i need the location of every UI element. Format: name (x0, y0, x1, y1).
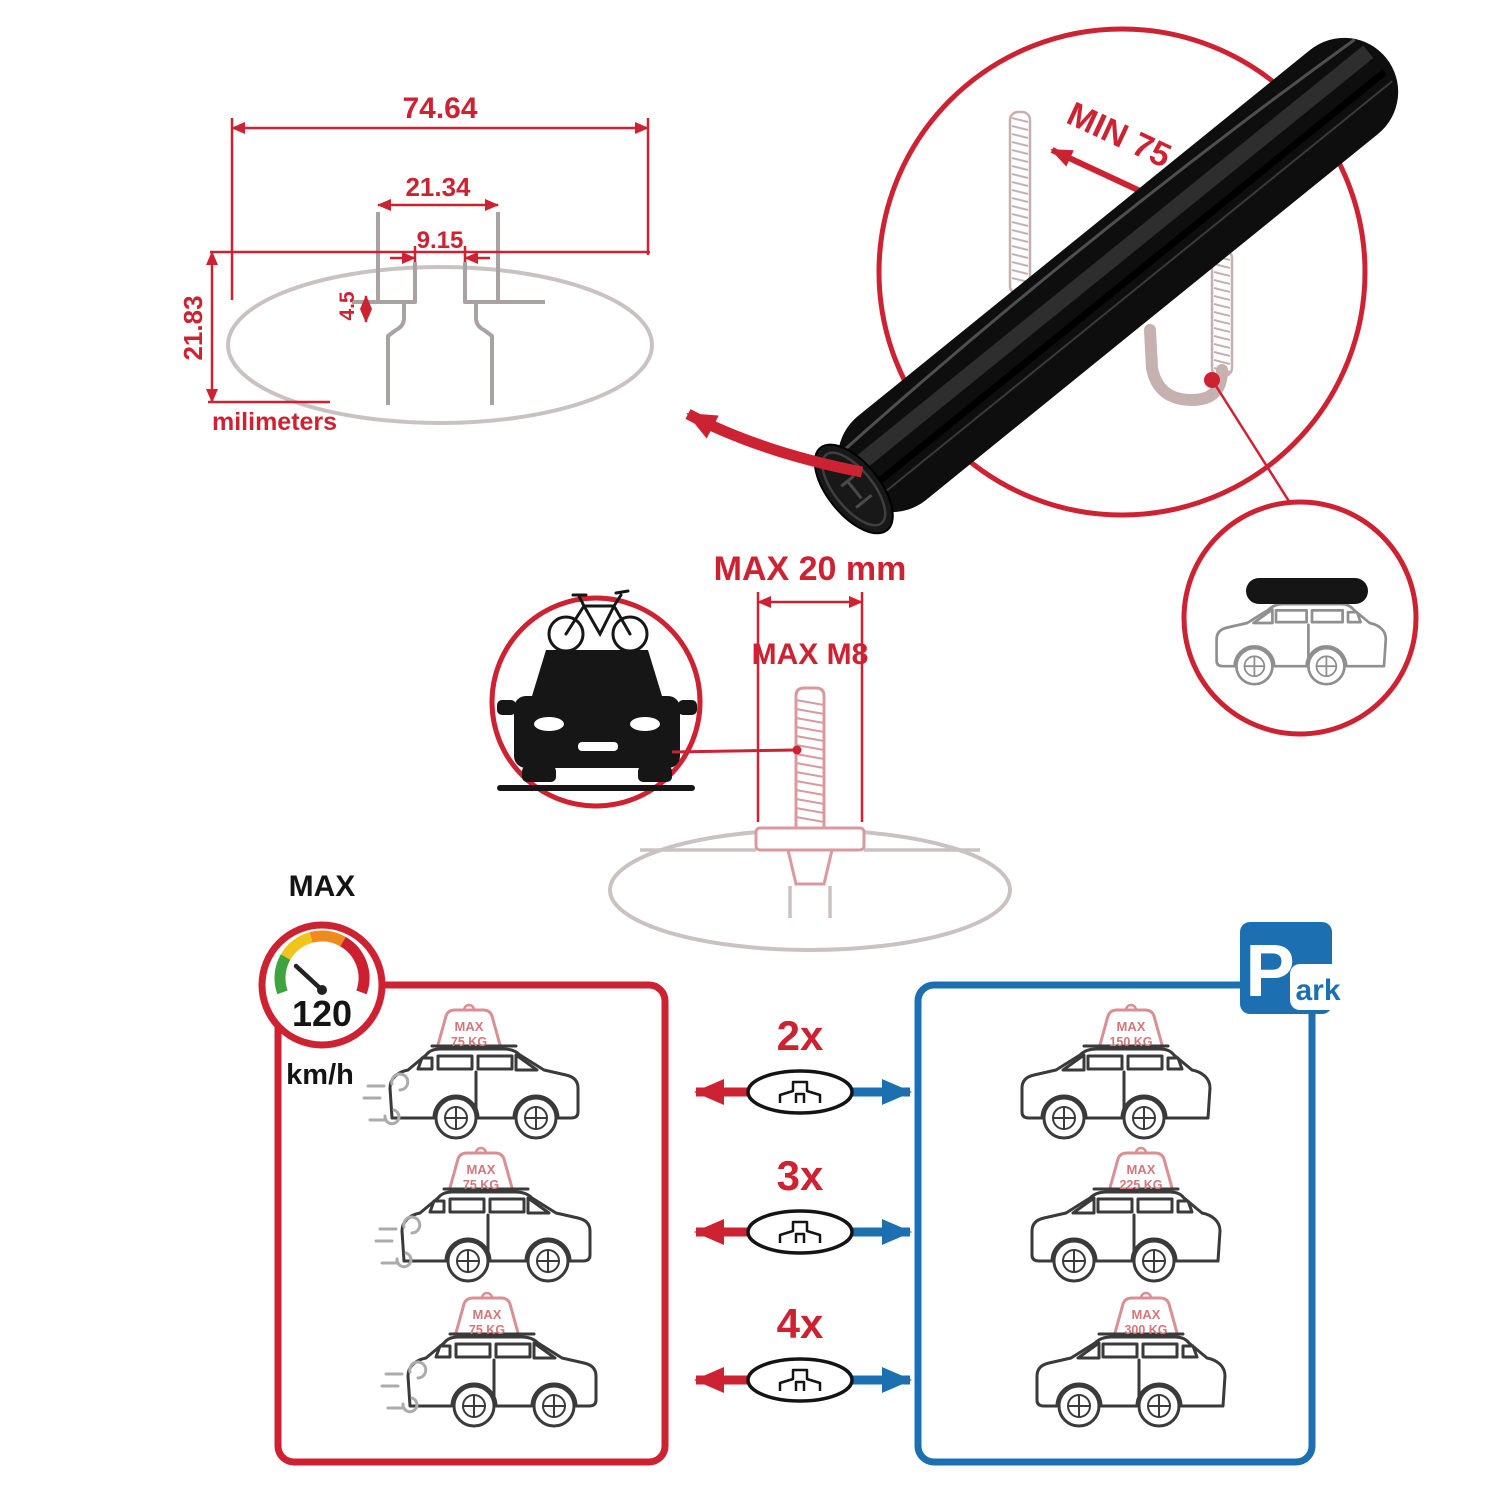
total-height-label: 21.83 (178, 295, 208, 360)
quantity-row-3: 4x (694, 1300, 912, 1403)
right-load-kg-2: 225 KG (1119, 1178, 1162, 1192)
quantity-label-1: 2x (777, 1012, 824, 1059)
left-load-max-3: MAX (473, 1307, 502, 1322)
bolt-callout-line (671, 748, 798, 754)
crossbar-profile-icon (746, 1069, 854, 1115)
callout-dot (1204, 372, 1220, 388)
quantity-row-2: 3x (694, 1152, 912, 1255)
quantity-label-2: 3x (777, 1152, 824, 1199)
speed-limit-gauge: MAX 120 km/h (258, 870, 386, 1091)
crossbar-profile-icon (746, 1209, 854, 1255)
dimension-diagram: 74.64 21.34 9.15 4.5 21.83 milimeters (178, 92, 654, 436)
slot-profile-ghost (640, 848, 980, 918)
left-load-kg-2: 75 KG (463, 1178, 499, 1192)
right-load-kg-3: 300 KG (1124, 1323, 1167, 1337)
driving-car-row-3: MAX 75 KG (380, 1291, 598, 1428)
car-front-icon (497, 650, 697, 791)
t-bolt-icon (754, 686, 866, 886)
gauge-needle-pivot (317, 985, 327, 995)
speed-title: MAX (289, 870, 356, 903)
speed-unit: km/h (286, 1059, 354, 1091)
gauge-needle (293, 963, 325, 993)
roof-box-icon (1246, 578, 1368, 604)
left-load-max-2: MAX (467, 1162, 496, 1177)
bolt-max-width-label: MAX 20 mm (714, 550, 907, 588)
left-load-max-1: MAX (455, 1019, 484, 1034)
crossbar-oval-outline (226, 265, 654, 425)
driving-car-row-1: MAX 75 KG (362, 1003, 580, 1140)
bolt-callout-dot (792, 745, 802, 755)
speed-value: 120 (292, 993, 352, 1034)
right-load-kg-1: 150 KG (1109, 1035, 1152, 1049)
left-load-kg-3: 75 KG (469, 1323, 505, 1337)
bolt-dimension-lines (756, 592, 864, 822)
crossbar-detail-circle: MIN 75 mm (685, 26, 1399, 535)
slot-outer-width-label: 21.34 (405, 172, 471, 202)
total-width-label: 74.64 (402, 92, 477, 125)
right-load-max-1: MAX (1117, 1019, 1146, 1034)
quantity-label-3: 4x (777, 1300, 824, 1347)
capacity-comparison: P ark MAX 75 KG MAX 75 KG MAX 75 KG (258, 870, 1346, 1466)
bolt-diagram: MAX 20 mm MAX M8 (489, 550, 1012, 952)
park-sign-letter: P (1245, 929, 1294, 1012)
park-sign: P ark (1240, 922, 1346, 1014)
parked-car-row-2: MAX 225 KG (1030, 1146, 1222, 1283)
crossbar-render (813, 37, 1399, 535)
gauge-arc (274, 930, 370, 995)
units-label: milimeters (212, 408, 337, 436)
roofbox-car-circle (1181, 499, 1419, 737)
bolt-thread-label: MAX M8 (752, 638, 869, 671)
u-bolt-clamp-icon (1008, 110, 1234, 407)
right-load-max-3: MAX (1132, 1307, 1161, 1322)
driving-car-row-2: MAX 75 KG (374, 1146, 592, 1283)
dimension-lines (206, 118, 650, 404)
slot-opening-label: 9.15 (417, 227, 464, 254)
lip-depth-label: 4.5 (336, 291, 359, 321)
callout-line (1214, 385, 1294, 507)
parked-car-row-1: MAX 150 KG (1020, 1003, 1212, 1140)
parked-car-row-3: MAX 300 KG (1035, 1291, 1227, 1428)
detail-pointer-arrow (685, 409, 864, 478)
crossbar-profile-icon (746, 1357, 854, 1403)
quantity-row-1: 2x (694, 1012, 912, 1115)
t-slot-profile (352, 212, 545, 405)
park-sign-suffix: ark (1295, 974, 1340, 1007)
car-front-circle (489, 589, 703, 809)
left-load-kg-1: 75 KG (451, 1035, 487, 1049)
right-load-max-2: MAX (1127, 1162, 1156, 1177)
